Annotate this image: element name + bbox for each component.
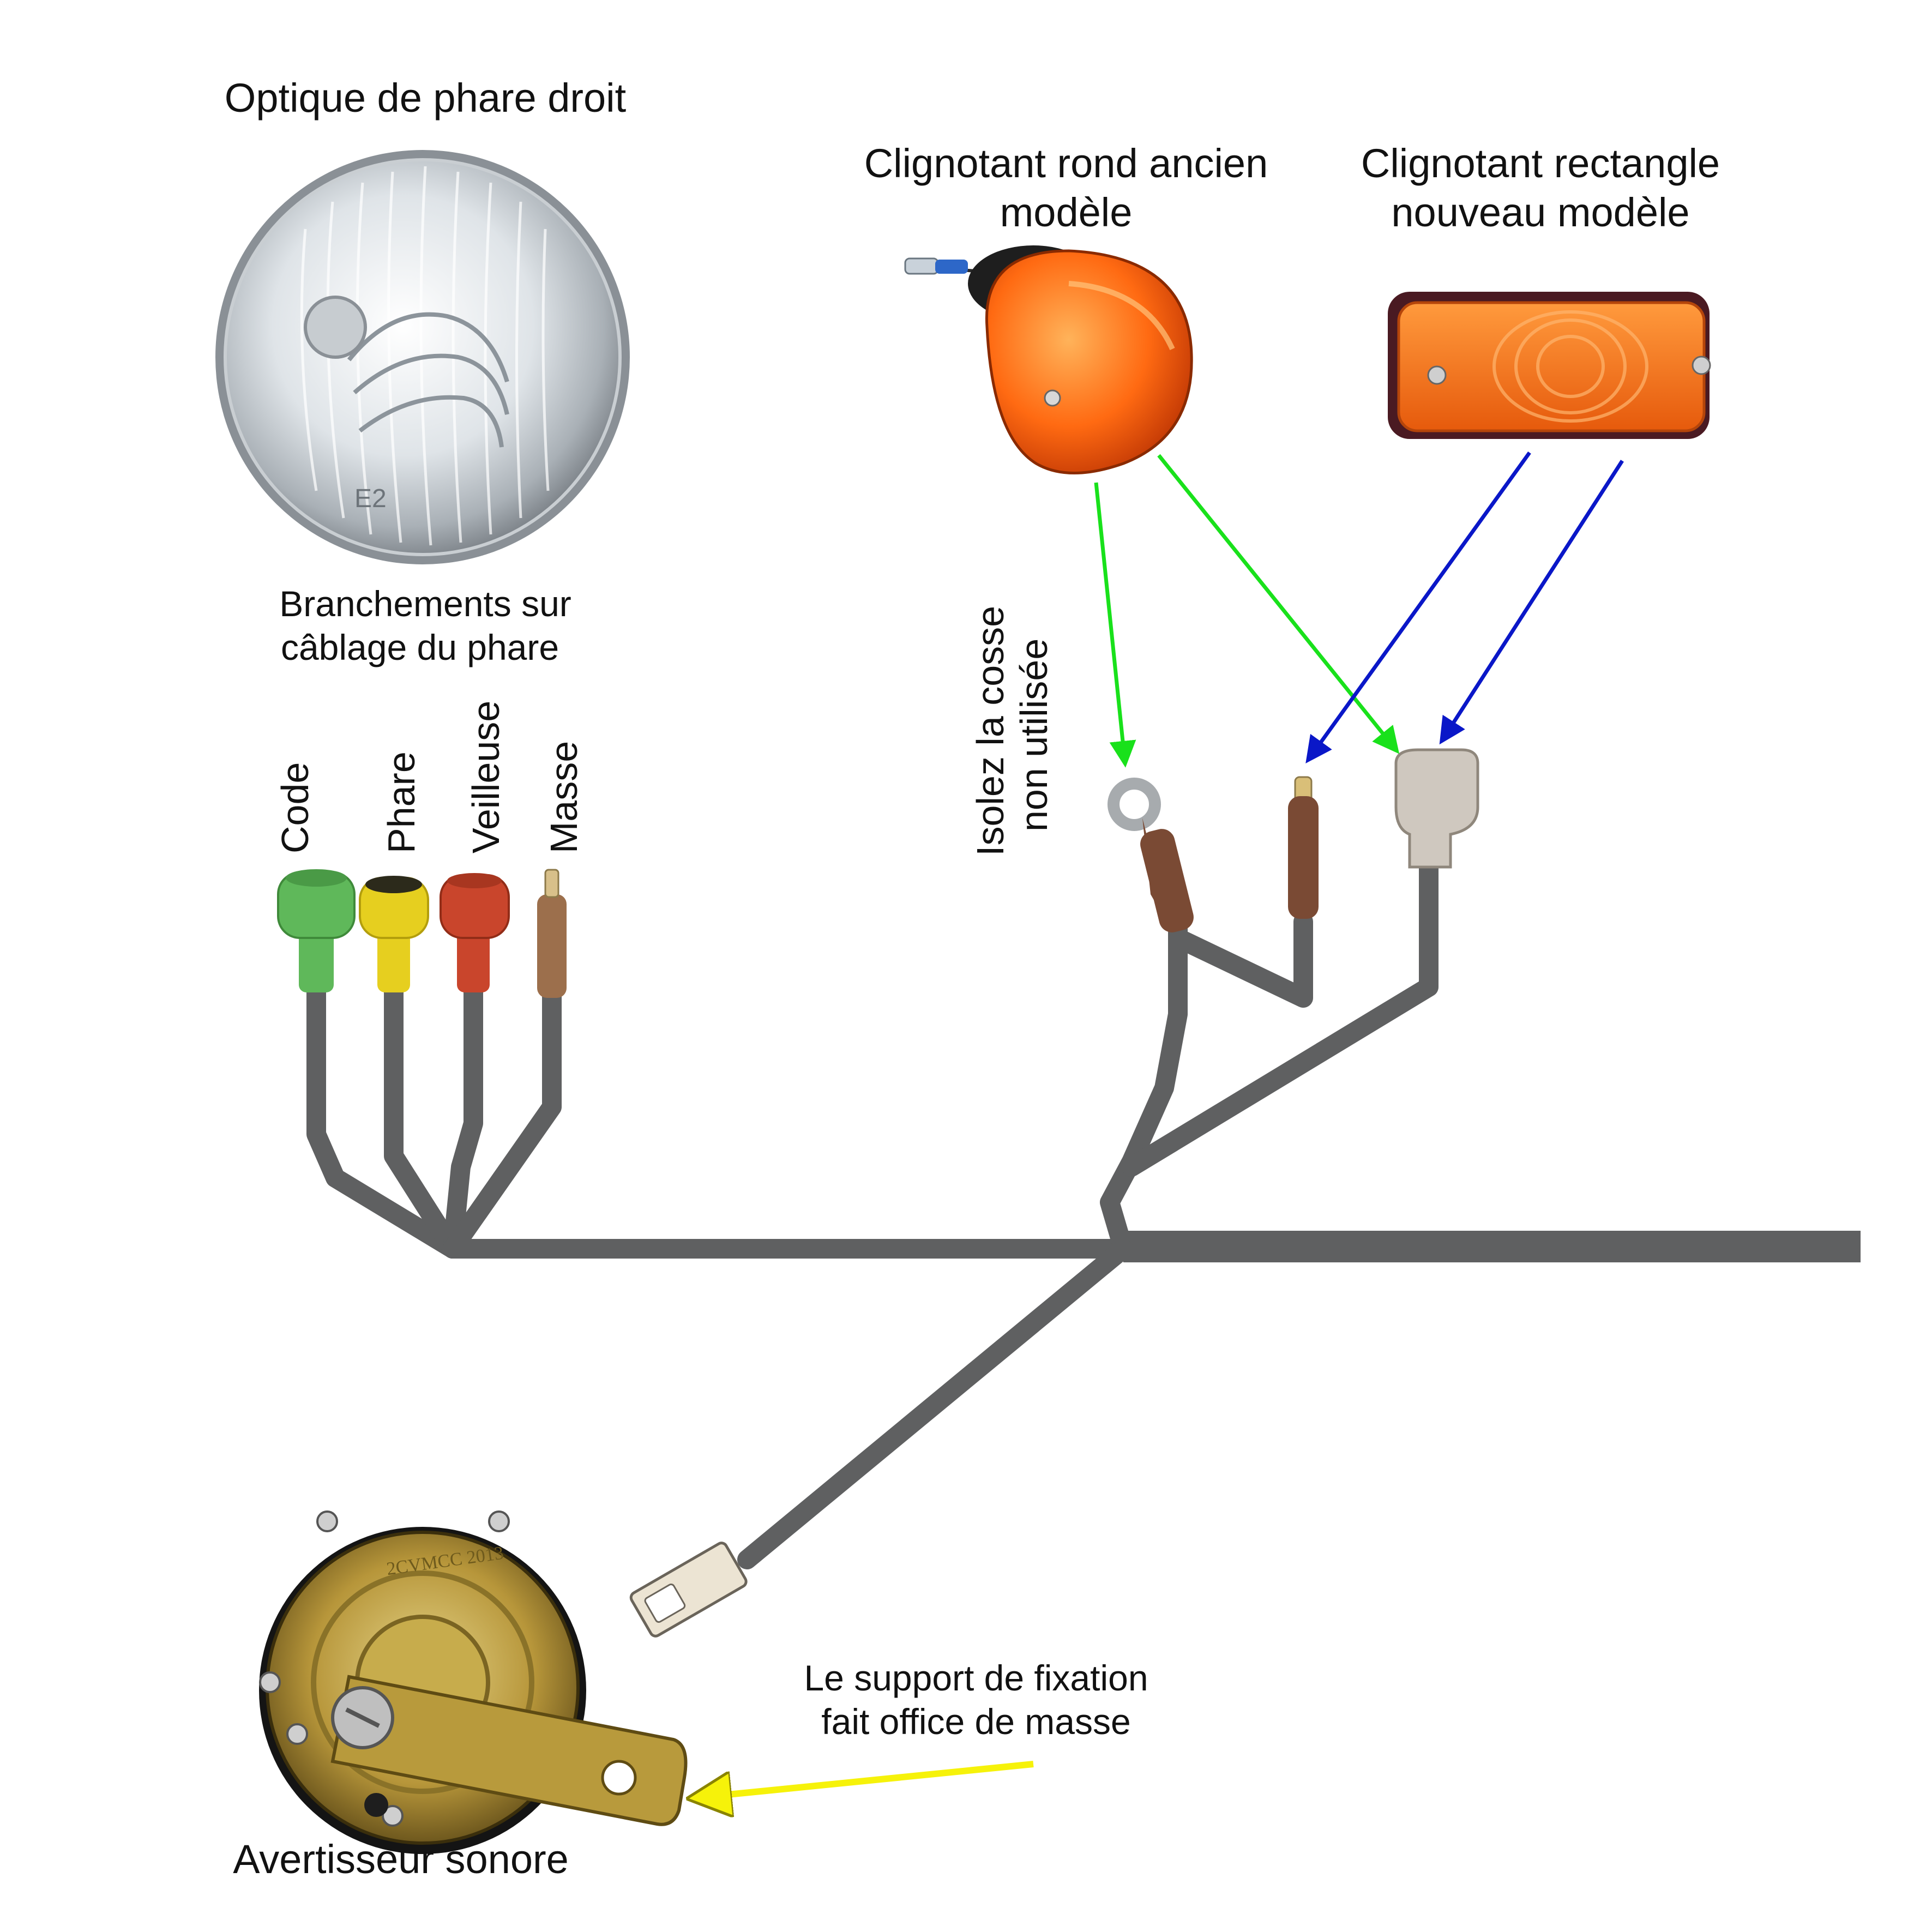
connector-phare	[359, 876, 429, 992]
round-indicator-title-2: modèle	[1000, 190, 1133, 235]
rect-indicator-image	[1388, 292, 1711, 439]
bullet-terminal	[1288, 776, 1319, 919]
insulate-note-2: non utilisée	[1013, 639, 1055, 832]
connector-masse	[537, 869, 567, 998]
green-arrow-female	[1157, 454, 1400, 754]
blue-arrow-female	[1439, 460, 1624, 745]
blue-arrows	[1305, 451, 1624, 763]
wire-label-masse: Masse	[543, 741, 585, 853]
connector-veilleuse	[440, 873, 510, 992]
bracket-note-1: Le support de fixation	[804, 1658, 1148, 1698]
headlight-connections-label-1: Branchements sur	[279, 583, 571, 624]
svg-text:E2: E2	[354, 484, 387, 513]
female-connector-grey	[1394, 748, 1479, 869]
green-arrow-ring	[1094, 482, 1136, 768]
bracket-note-2: fait office de masse	[821, 1701, 1130, 1742]
horn-title: Avertisseur sonore	[233, 1837, 569, 1882]
wiring-harness	[306, 852, 1861, 1569]
wire-label-code: Code	[274, 762, 316, 853]
yellow-arrow	[695, 1761, 1034, 1798]
headlight-lens-image: E2	[215, 150, 630, 564]
round-indicator-image	[904, 245, 1193, 474]
horn-spade-connector	[629, 1542, 748, 1638]
rect-indicator-title-2: nouveau modèle	[1391, 190, 1689, 235]
green-arrows	[1094, 454, 1400, 768]
ring-terminal	[1108, 778, 1194, 932]
blue-arrow-bullet	[1305, 451, 1531, 763]
wire-label-veilleuse: Veilleuse	[465, 701, 507, 853]
round-indicator-title-1: Clignotant rond ancien	[864, 141, 1268, 186]
rect-indicator-title-1: Clignotant rectangle	[1361, 141, 1720, 186]
insulate-note-1: Isolez la cosse	[969, 606, 1012, 856]
headlight-title: Optique de phare droit	[225, 75, 627, 121]
connector-code	[277, 869, 356, 992]
horn-image: 2CVMCC 2013	[259, 1510, 688, 1854]
headlight-connections-label-2: câblage du phare	[281, 627, 559, 667]
wire-label-phare: Phare	[380, 751, 423, 853]
